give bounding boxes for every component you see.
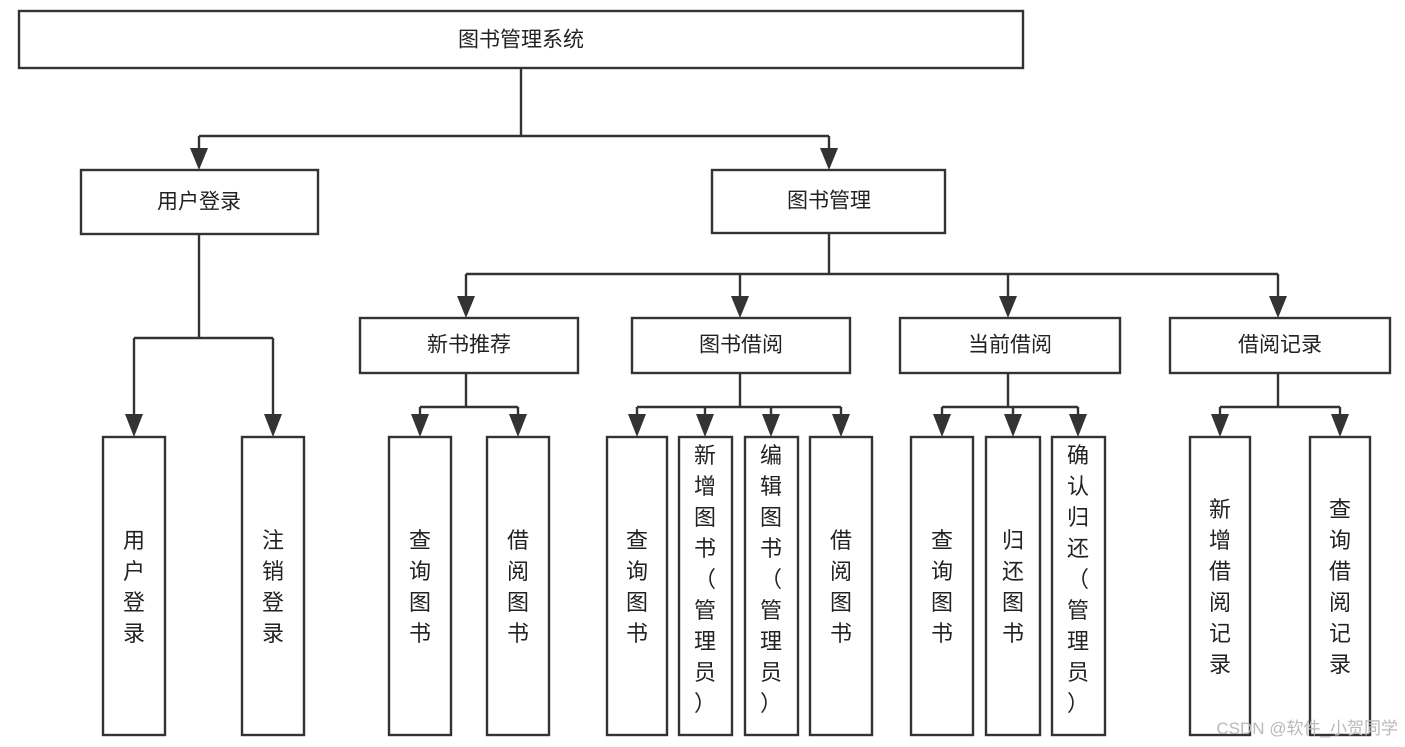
node-leaf-add-book[interactable]: 新增图书（管理员） [677, 435, 734, 737]
arrow-head-borrow-record [1269, 296, 1287, 318]
arrow-head-user-login [190, 148, 208, 170]
arrow-head-leaf-query-book-recommend [411, 414, 429, 437]
node-leaf-query-book-recommend[interactable]: 查询图书 [387, 435, 453, 737]
node-current-borrow-label: 当前借阅 [968, 334, 1052, 357]
node-borrow-record[interactable]: 借阅记录 [1168, 316, 1392, 375]
node-current-borrow-box[interactable] [898, 316, 1122, 375]
node-book-borrow-box[interactable] [630, 316, 852, 375]
node-leaf-add-borrow-record[interactable]: 新增借阅记录 [1188, 435, 1252, 737]
node-leaf-query-borrow-record-label: 查询借阅记录 [1329, 497, 1351, 677]
node-leaf-return-book[interactable]: 归还图书 [984, 435, 1042, 737]
arrow-head-leaf-query-book-borrow [628, 414, 646, 437]
node-leaf-add-borrow-record-label: 新增借阅记录 [1209, 497, 1231, 677]
node-leaf-borrow-book-box[interactable] [808, 435, 874, 737]
node-leaf-query-book-borrow-label: 查询图书 [626, 528, 648, 646]
node-leaf-query-book-borrow[interactable]: 查询图书 [605, 435, 669, 737]
node-leaf-query-borrow-record[interactable]: 查询借阅记录 [1308, 435, 1372, 737]
arrow-head-leaf-query-book-current [933, 414, 951, 437]
node-new-book-recommend[interactable]: 新书推荐 [358, 316, 580, 375]
node-leaf-query-book-current[interactable]: 查询图书 [909, 435, 975, 737]
node-new-book-recommend-box[interactable] [358, 316, 580, 375]
node-new-book-recommend-label: 新书推荐 [427, 334, 511, 357]
node-current-borrow[interactable]: 当前借阅 [898, 316, 1122, 375]
node-leaf-borrow-book-recommend-label: 借阅图书 [507, 528, 529, 646]
node-leaf-borrow-book[interactable]: 借阅图书 [808, 435, 874, 737]
node-leaf-query-book-recommend-label: 查询图书 [409, 528, 431, 646]
arrow-head-leaf-query-borrow-record [1331, 414, 1349, 437]
arrow-head-leaf-confirm-return [1069, 414, 1087, 437]
arrow-head-leaf-logout-login [264, 414, 282, 437]
node-book-management[interactable]: 图书管理 [710, 168, 947, 235]
node-book-management-box[interactable] [710, 168, 947, 235]
csdn-watermark: CSDN @软件_小贺同学 [1216, 719, 1398, 738]
node-leaf-edit-book-label: 编辑图书（管理员） [760, 443, 782, 716]
node-leaf-logout-login-box[interactable] [240, 435, 306, 737]
node-leaf-add-borrow-record-box[interactable] [1188, 435, 1252, 737]
node-leaf-return-book-box[interactable] [984, 435, 1042, 737]
node-user-login-box[interactable] [79, 168, 320, 236]
arrow-head-leaf-add-borrow-record [1211, 414, 1229, 437]
arrow-head-leaf-return-book [1004, 414, 1022, 437]
node-leaf-borrow-book-recommend[interactable]: 借阅图书 [485, 435, 551, 737]
node-root-label: 图书管理系统 [458, 29, 584, 52]
arrow-head-leaf-user-login [125, 414, 143, 437]
node-leaf-add-book-label: 新增图书（管理员） [694, 443, 716, 716]
node-leaf-confirm-return-box[interactable] [1050, 435, 1107, 737]
node-leaf-confirm-return-label: 确认归还（管理员） [1067, 443, 1089, 716]
arrow-head-leaf-edit-book [762, 414, 780, 437]
arrow-head-new-book-recommend [457, 296, 475, 318]
node-book-borrow[interactable]: 图书借阅 [630, 316, 852, 375]
node-root-box[interactable] [17, 9, 1025, 70]
node-leaf-query-book-recommend-box[interactable] [387, 435, 453, 737]
node-leaf-query-book-current-box[interactable] [909, 435, 975, 737]
node-root[interactable]: 图书管理系统 [17, 9, 1025, 70]
node-leaf-user-login-box[interactable] [101, 435, 167, 737]
node-leaf-confirm-return[interactable]: 确认归还（管理员） [1050, 435, 1107, 737]
node-leaf-borrow-book-label: 借阅图书 [830, 528, 852, 646]
arrow-head-leaf-borrow-book [832, 414, 850, 437]
node-book-borrow-label: 图书借阅 [699, 334, 783, 357]
node-leaf-user-login-label: 用户登录 [123, 528, 145, 646]
connector-layer [125, 68, 1349, 437]
arrow-head-current-borrow [999, 296, 1017, 318]
node-leaf-logout-login[interactable]: 注销登录 [240, 435, 306, 737]
node-leaf-return-book-label: 归还图书 [1002, 528, 1024, 646]
node-book-management-label: 图书管理 [787, 190, 871, 213]
arrow-head-leaf-add-book [696, 414, 714, 437]
node-leaf-edit-book-box[interactable] [743, 435, 800, 737]
node-borrow-record-box[interactable] [1168, 316, 1392, 375]
node-leaf-edit-book[interactable]: 编辑图书（管理员） [743, 435, 800, 737]
node-user-login-label: 用户登录 [157, 191, 241, 214]
node-leaf-query-borrow-record-box[interactable] [1308, 435, 1372, 737]
arrow-head-leaf-borrow-book-recommend [509, 414, 527, 437]
node-leaf-borrow-book-recommend-box[interactable] [485, 435, 551, 737]
arrow-head-book-management [820, 148, 838, 170]
node-leaf-add-book-box[interactable] [677, 435, 734, 737]
node-leaf-query-book-current-label: 查询图书 [931, 528, 953, 646]
node-leaf-logout-login-label: 注销登录 [262, 528, 284, 646]
arrow-head-book-borrow [731, 296, 749, 318]
node-user-login[interactable]: 用户登录 [79, 168, 320, 236]
node-leaf-user-login[interactable]: 用户登录 [101, 435, 167, 737]
node-borrow-record-label: 借阅记录 [1238, 334, 1322, 357]
node-leaf-query-book-borrow-box[interactable] [605, 435, 669, 737]
